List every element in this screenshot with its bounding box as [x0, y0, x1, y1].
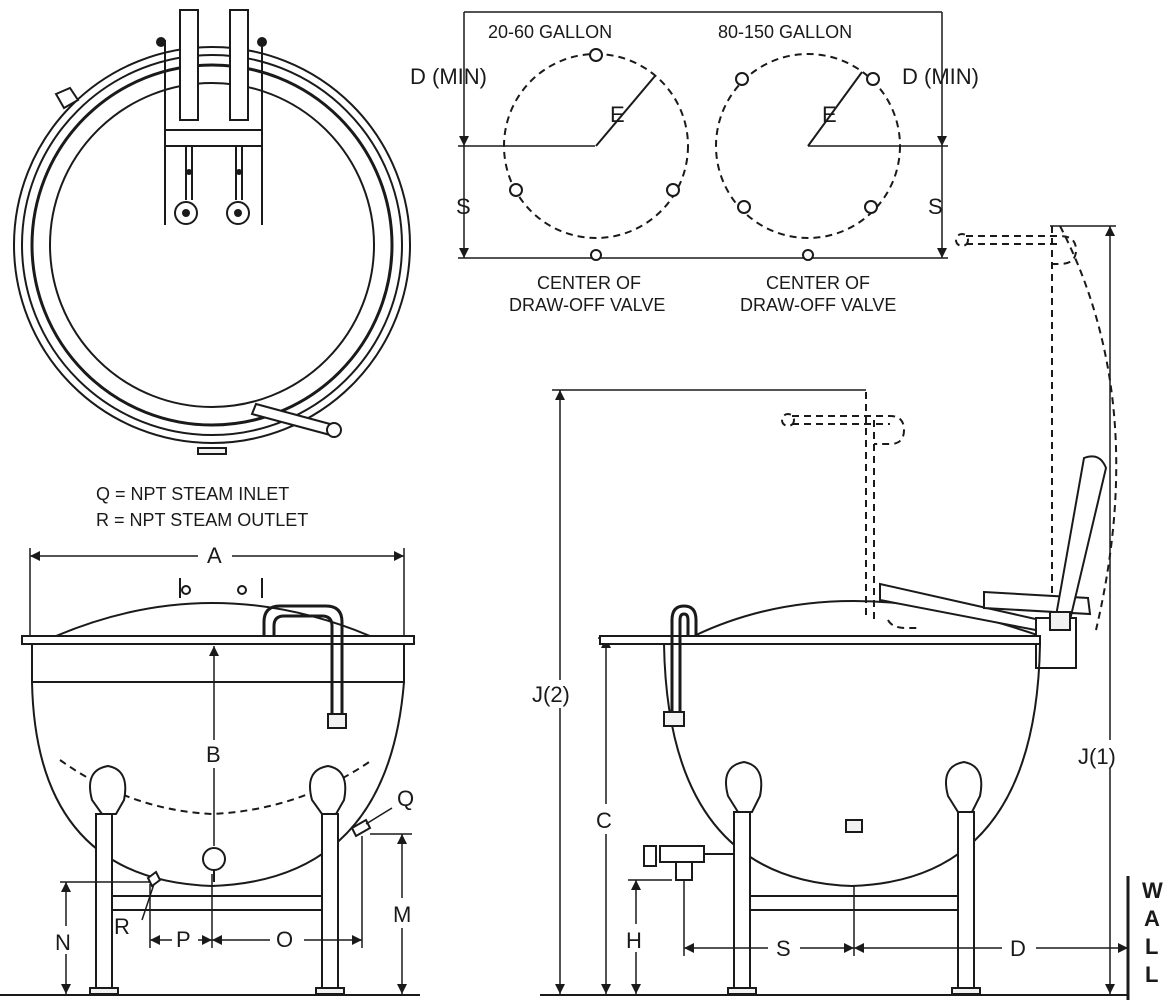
d-min-left-label: D (MIN)	[410, 64, 487, 89]
dim-m-label: M	[393, 902, 411, 927]
dim-b-label: B	[206, 742, 221, 767]
center-valve-left-2: DRAW-OFF VALVE	[509, 295, 665, 315]
dim-s-bottom-label: S	[776, 936, 791, 961]
front-view: Q = NPT STEAM INLET R = NPT STEAM OUTLET…	[0, 484, 420, 996]
center-valve-right-1: CENTER OF	[766, 273, 870, 293]
circle-80-150-gallon	[715, 53, 901, 239]
side-view: J(2) J(1) C H	[532, 225, 1163, 1000]
dim-d-bottom-label: D	[1010, 936, 1026, 961]
steam-inlet-note: Q = NPT STEAM INLET	[96, 484, 289, 504]
e-right-label: E	[822, 102, 837, 127]
wall-letter-l1: L	[1145, 934, 1158, 959]
top-view	[13, 9, 411, 455]
e-left-label: E	[610, 102, 625, 127]
gallon-large-label: 80-150 GALLON	[718, 22, 852, 42]
dim-o-label: O	[276, 927, 293, 952]
gallon-small-label: 20-60 GALLON	[488, 22, 612, 42]
dim-q-label: Q	[397, 786, 414, 811]
dim-r-label: R	[114, 914, 130, 939]
s-right-label: S	[928, 194, 943, 219]
d-min-right-label: D (MIN)	[902, 64, 979, 89]
center-valve-right-2: DRAW-OFF VALVE	[740, 295, 896, 315]
dim-j1-label: J(1)	[1078, 744, 1116, 769]
steam-outlet-note: R = NPT STEAM OUTLET	[96, 510, 308, 530]
wall-letter-l2: L	[1145, 962, 1158, 987]
dim-j2-label: J(2)	[532, 682, 570, 707]
draw-off-valve-diagrams: 20-60 GALLON 80-150 GALLON D (MIN) D (MI…	[410, 11, 979, 315]
dim-n-label: N	[55, 930, 71, 955]
center-valve-left-1: CENTER OF	[537, 273, 641, 293]
dim-p-label: P	[176, 927, 191, 952]
s-left-label: S	[456, 194, 471, 219]
wall-letter-a: A	[1144, 906, 1160, 931]
dim-h-label: H	[626, 928, 642, 953]
dim-c-label: C	[596, 808, 612, 833]
dim-a-label: A	[207, 543, 222, 568]
wall-letter-w: W	[1142, 878, 1163, 903]
